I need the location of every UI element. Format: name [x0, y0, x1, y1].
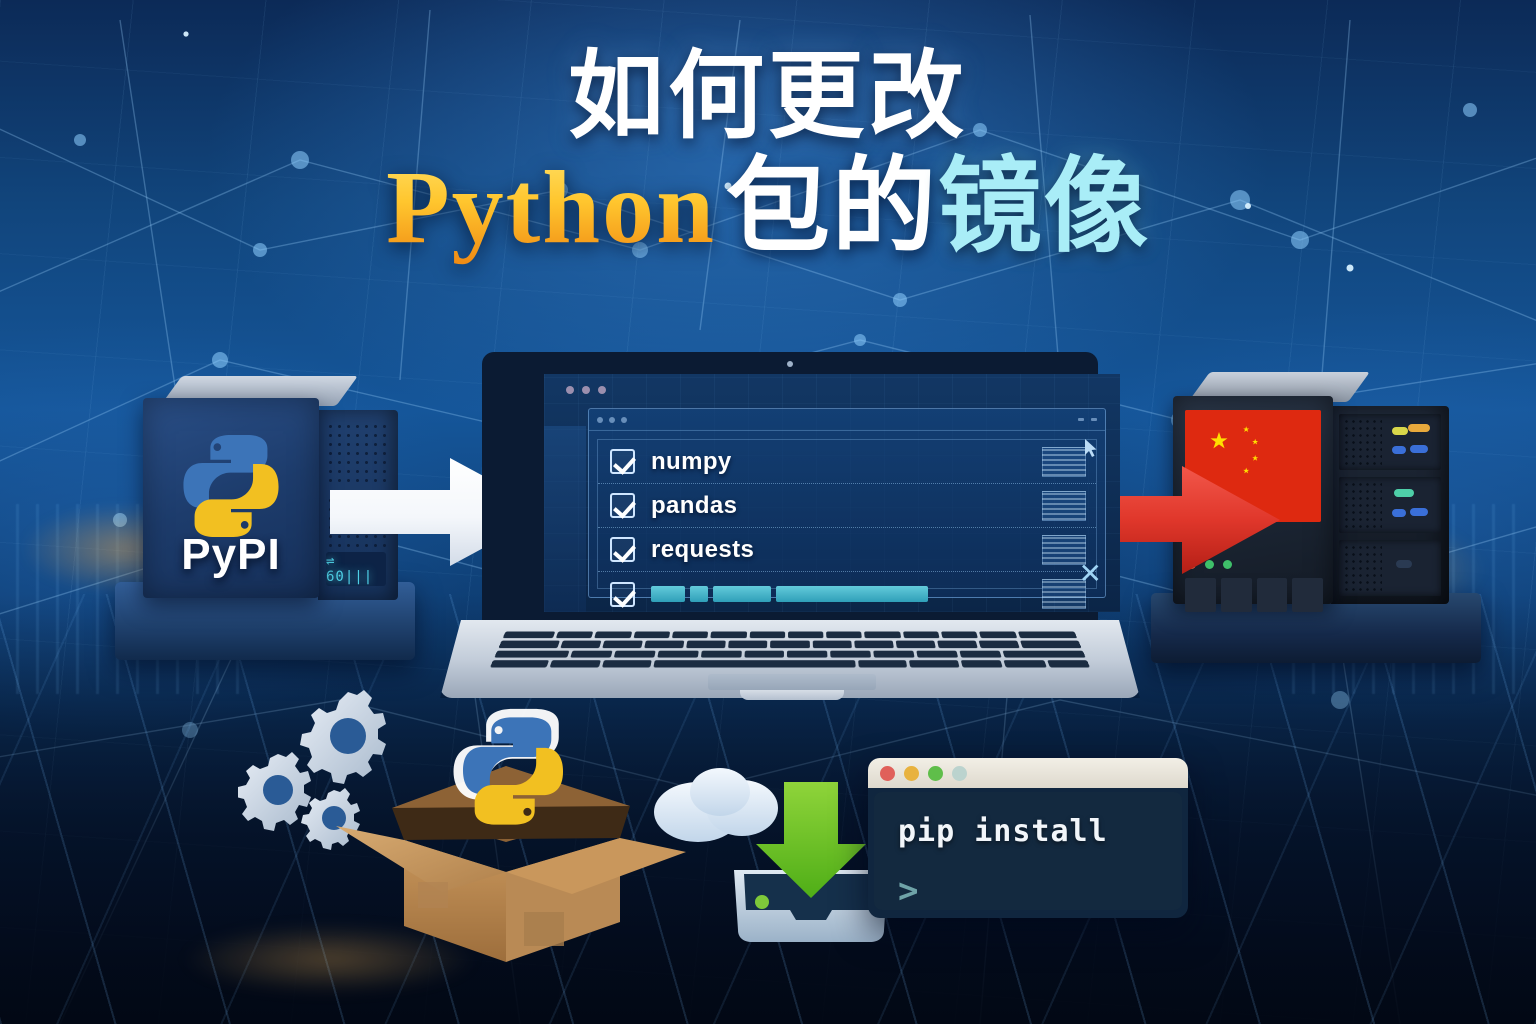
- package-checkbox[interactable]: [610, 449, 635, 474]
- progress-segment: [713, 586, 771, 602]
- close-icon[interactable]: ✕: [1078, 558, 1102, 589]
- gears-icon: [238, 690, 386, 850]
- mouse-pointer-icon: [1085, 439, 1097, 457]
- rack-vent-grill: [1343, 418, 1382, 466]
- terminal-command-text: pip install: [898, 814, 1108, 849]
- screen-dot-2: [582, 386, 590, 394]
- keyboard-row: [490, 659, 1090, 668]
- rack-unit: [1339, 414, 1441, 470]
- package-detail-thumb: [1042, 446, 1086, 477]
- progress-segment: [776, 586, 928, 602]
- screen-traffic-dots: [566, 386, 606, 394]
- screen-dot-3: [598, 386, 606, 394]
- terminal-window[interactable]: pip install >: [868, 758, 1188, 918]
- keyboard-row: [502, 631, 1078, 639]
- cloud-icon: [654, 768, 778, 842]
- background-warm-glow-bottom: [180, 924, 480, 994]
- red-arrow-icon: [1062, 466, 1280, 574]
- rack-indicator: [1410, 445, 1429, 454]
- laptop-trackpad[interactable]: [708, 674, 876, 690]
- terminal-minimize-icon[interactable]: [904, 765, 919, 781]
- drive-bay: [1292, 578, 1323, 612]
- package-name: requests: [651, 535, 755, 563]
- terminal-titlebar: [868, 758, 1188, 788]
- window-minimize-icon[interactable]: [1078, 418, 1084, 421]
- keyboard-row: [498, 640, 1082, 648]
- package-row-progress[interactable]: [598, 572, 1096, 612]
- progress-segment: [651, 586, 685, 602]
- window-dot-3[interactable]: [621, 416, 627, 423]
- pypi-source-server: ⇌ 60||| PyPI: [115, 376, 415, 660]
- laptop-keyboard[interactable]: [490, 631, 1090, 668]
- pypi-server-led-display: ⇌ 60|||: [326, 552, 386, 586]
- package-detail-thumb: [1042, 534, 1086, 565]
- drive-bay: [1256, 578, 1288, 612]
- package-checkbox[interactable]: [610, 493, 635, 518]
- status-led: [1205, 560, 1214, 569]
- title-line-1: 如何更改: [568, 43, 968, 150]
- rack-indicator: [1396, 560, 1413, 569]
- terminal-prompt-icon: >: [898, 871, 919, 911]
- package-checkbox[interactable]: [610, 537, 635, 562]
- drive-bay: [1185, 578, 1216, 612]
- rack-indicator: [1392, 446, 1407, 455]
- package-name: pandas: [651, 491, 738, 519]
- window-dot-1[interactable]: [597, 416, 603, 423]
- terminal-maximize-icon[interactable]: [928, 765, 943, 781]
- pypi-server-front-face: [143, 398, 319, 598]
- rack-indicator: [1408, 424, 1431, 433]
- package-name: numpy: [651, 447, 732, 475]
- progress-segment: [690, 586, 708, 602]
- poster-title: 如何更改 Python包的镜像: [0, 46, 1536, 263]
- package-checkbox[interactable]: [610, 581, 635, 607]
- terminal-close-icon[interactable]: [880, 765, 895, 781]
- laptop-device: numpy pandas requests: [440, 352, 1140, 712]
- screen-dot-1: [566, 386, 574, 394]
- python-package-box: [336, 708, 686, 962]
- rack-indicator: [1394, 489, 1415, 498]
- laptop-webcam-icon: [787, 361, 793, 367]
- drive-bay: [1220, 578, 1252, 612]
- package-manager-window: numpy pandas requests: [588, 408, 1106, 609]
- package-detail-thumb: [1042, 490, 1086, 521]
- keyboard-row: [494, 650, 1086, 658]
- rack-indicator: [1392, 427, 1409, 436]
- package-row[interactable]: requests: [598, 528, 1096, 572]
- mirror-server-rack: [1331, 406, 1449, 604]
- rack-indicator: [1392, 509, 1407, 518]
- title-python-word: Python: [386, 150, 726, 265]
- window-maximize-icon[interactable]: [1091, 418, 1097, 421]
- laptop-lid-bezel: numpy pandas requests: [482, 352, 1120, 627]
- terminal-extra-icon[interactable]: [952, 765, 967, 781]
- rack-unit: [1339, 540, 1441, 596]
- pypi-label: PyPI: [181, 530, 281, 579]
- rack-unit: [1339, 477, 1441, 533]
- screen-sidebar-panel: [544, 426, 586, 612]
- python-logo-icon: [183, 434, 279, 538]
- title-line-2: Python包的镜像: [0, 152, 1536, 263]
- package-list: numpy pandas requests: [597, 439, 1097, 609]
- window-dot-2[interactable]: [609, 416, 615, 423]
- rack-vent-grill: [1343, 481, 1382, 529]
- package-row[interactable]: pandas: [598, 484, 1096, 528]
- mirror-drive-bays: [1185, 578, 1323, 612]
- terminal-body[interactable]: pip install >: [874, 792, 1182, 911]
- title-mirror-word: 镜像: [937, 148, 1150, 265]
- download-progress-bar: [651, 586, 928, 602]
- rack-vent-grill: [1343, 544, 1382, 592]
- window-titlebar: [589, 409, 1105, 431]
- title-mid-word: 包的: [725, 148, 938, 265]
- china-flag-icon: [1185, 410, 1321, 522]
- laptop-screen: numpy pandas requests: [544, 374, 1120, 612]
- package-detail-thumb: [1042, 579, 1086, 609]
- laptop-front-notch: [740, 690, 844, 700]
- status-led: [1223, 560, 1232, 569]
- package-row[interactable]: numpy: [598, 440, 1096, 484]
- download-tray: [734, 782, 888, 942]
- pypi-server-vents-top: [326, 422, 388, 484]
- rack-indicator: [1410, 508, 1429, 517]
